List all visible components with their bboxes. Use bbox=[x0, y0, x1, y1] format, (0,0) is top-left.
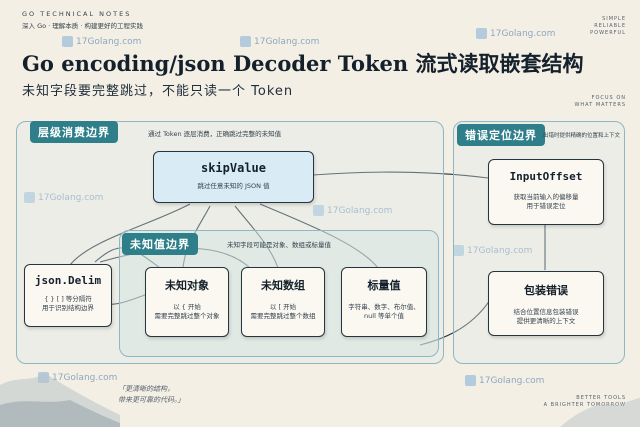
watermark: 17Golang.com bbox=[476, 28, 555, 39]
watermark-logo-icon bbox=[240, 36, 251, 47]
focus-motto: FOCUS ON WHAT MATTERS bbox=[574, 95, 626, 108]
consume-boundary-label: 层级消费边界 bbox=[30, 121, 118, 143]
watermark-logo-icon bbox=[453, 245, 464, 256]
skip-value-node: skipValue 跳过任意未知的 JSON 值 bbox=[153, 151, 314, 203]
unknown-boundary-note: 未知字段可能是对象、数组或标量值 bbox=[227, 241, 331, 249]
link-wrap-unknown bbox=[419, 299, 491, 346]
brand-name: GO TECHNICAL NOTES bbox=[22, 10, 132, 18]
wrap-error-node: 包装错误 结合位置信息包装错误 提供更清晰的上下文 bbox=[488, 271, 604, 336]
watermark-logo-icon bbox=[24, 192, 35, 203]
better-motto: BETTER TOOLS A BRIGHTER TOMORROW bbox=[543, 395, 626, 408]
watermark: 17Golang.com bbox=[62, 36, 141, 47]
watermark-logo-icon bbox=[313, 205, 324, 216]
page-title: Go encoding/json Decoder Token 流式读取嵌套结构 bbox=[22, 51, 584, 76]
watermark: 17Golang.com bbox=[453, 245, 532, 256]
watermark: 17Golang.com bbox=[465, 375, 544, 386]
link-skip-arr bbox=[234, 205, 279, 269]
mountain-decoration bbox=[560, 398, 640, 427]
watermark: 17Golang.com bbox=[313, 205, 392, 216]
watermark-logo-icon bbox=[476, 28, 487, 39]
input-offset-node: InputOffset 获取当前输入的偏移量 用于错误定位 bbox=[488, 159, 604, 225]
link-skip-scalar bbox=[259, 203, 379, 269]
brand-right-motto: SIMPLE RELIABLE POWERFUL bbox=[590, 16, 626, 36]
unknown-array-node: 未知数组 以 [ 开始 需要完整跳过整个数组 bbox=[241, 267, 325, 337]
link-skip-offset bbox=[312, 171, 489, 179]
error-boundary-label: 错误定位边界 bbox=[457, 124, 545, 146]
watermark: 17Golang.com bbox=[240, 36, 319, 47]
quote: 「更清晰的结构， 带来更可靠的代码。」 bbox=[118, 385, 185, 404]
unknown-boundary-label: 未知值边界 bbox=[122, 233, 198, 255]
consume-boundary-note: 通过 Token 逐层消费，正确跳过完整的未知值 bbox=[148, 130, 282, 138]
brand-tagline: 深入 Go · 理解本质 · 构建更好的工程实践 bbox=[22, 22, 143, 30]
watermark: 17Golang.com bbox=[24, 192, 103, 203]
page-subtitle: 未知字段要完整跳过，不能只读一个 Token bbox=[22, 84, 294, 99]
mountain-decoration bbox=[0, 373, 120, 427]
scalar-value-node: 标量值 字符串、数字、布尔值、 null 等单个值 bbox=[341, 267, 427, 337]
watermark-logo-icon bbox=[465, 375, 476, 386]
unknown-object-node: 未知对象 以 { 开始 需要完整跳过整个对象 bbox=[145, 267, 229, 337]
watermark-logo-icon bbox=[62, 36, 73, 47]
error-boundary-note: 出错时提供精确的位置和上下文 bbox=[543, 133, 621, 139]
json-delim-node: json.Delim { } [ ] 等分隔符 用于识别结构边界 bbox=[24, 264, 112, 327]
